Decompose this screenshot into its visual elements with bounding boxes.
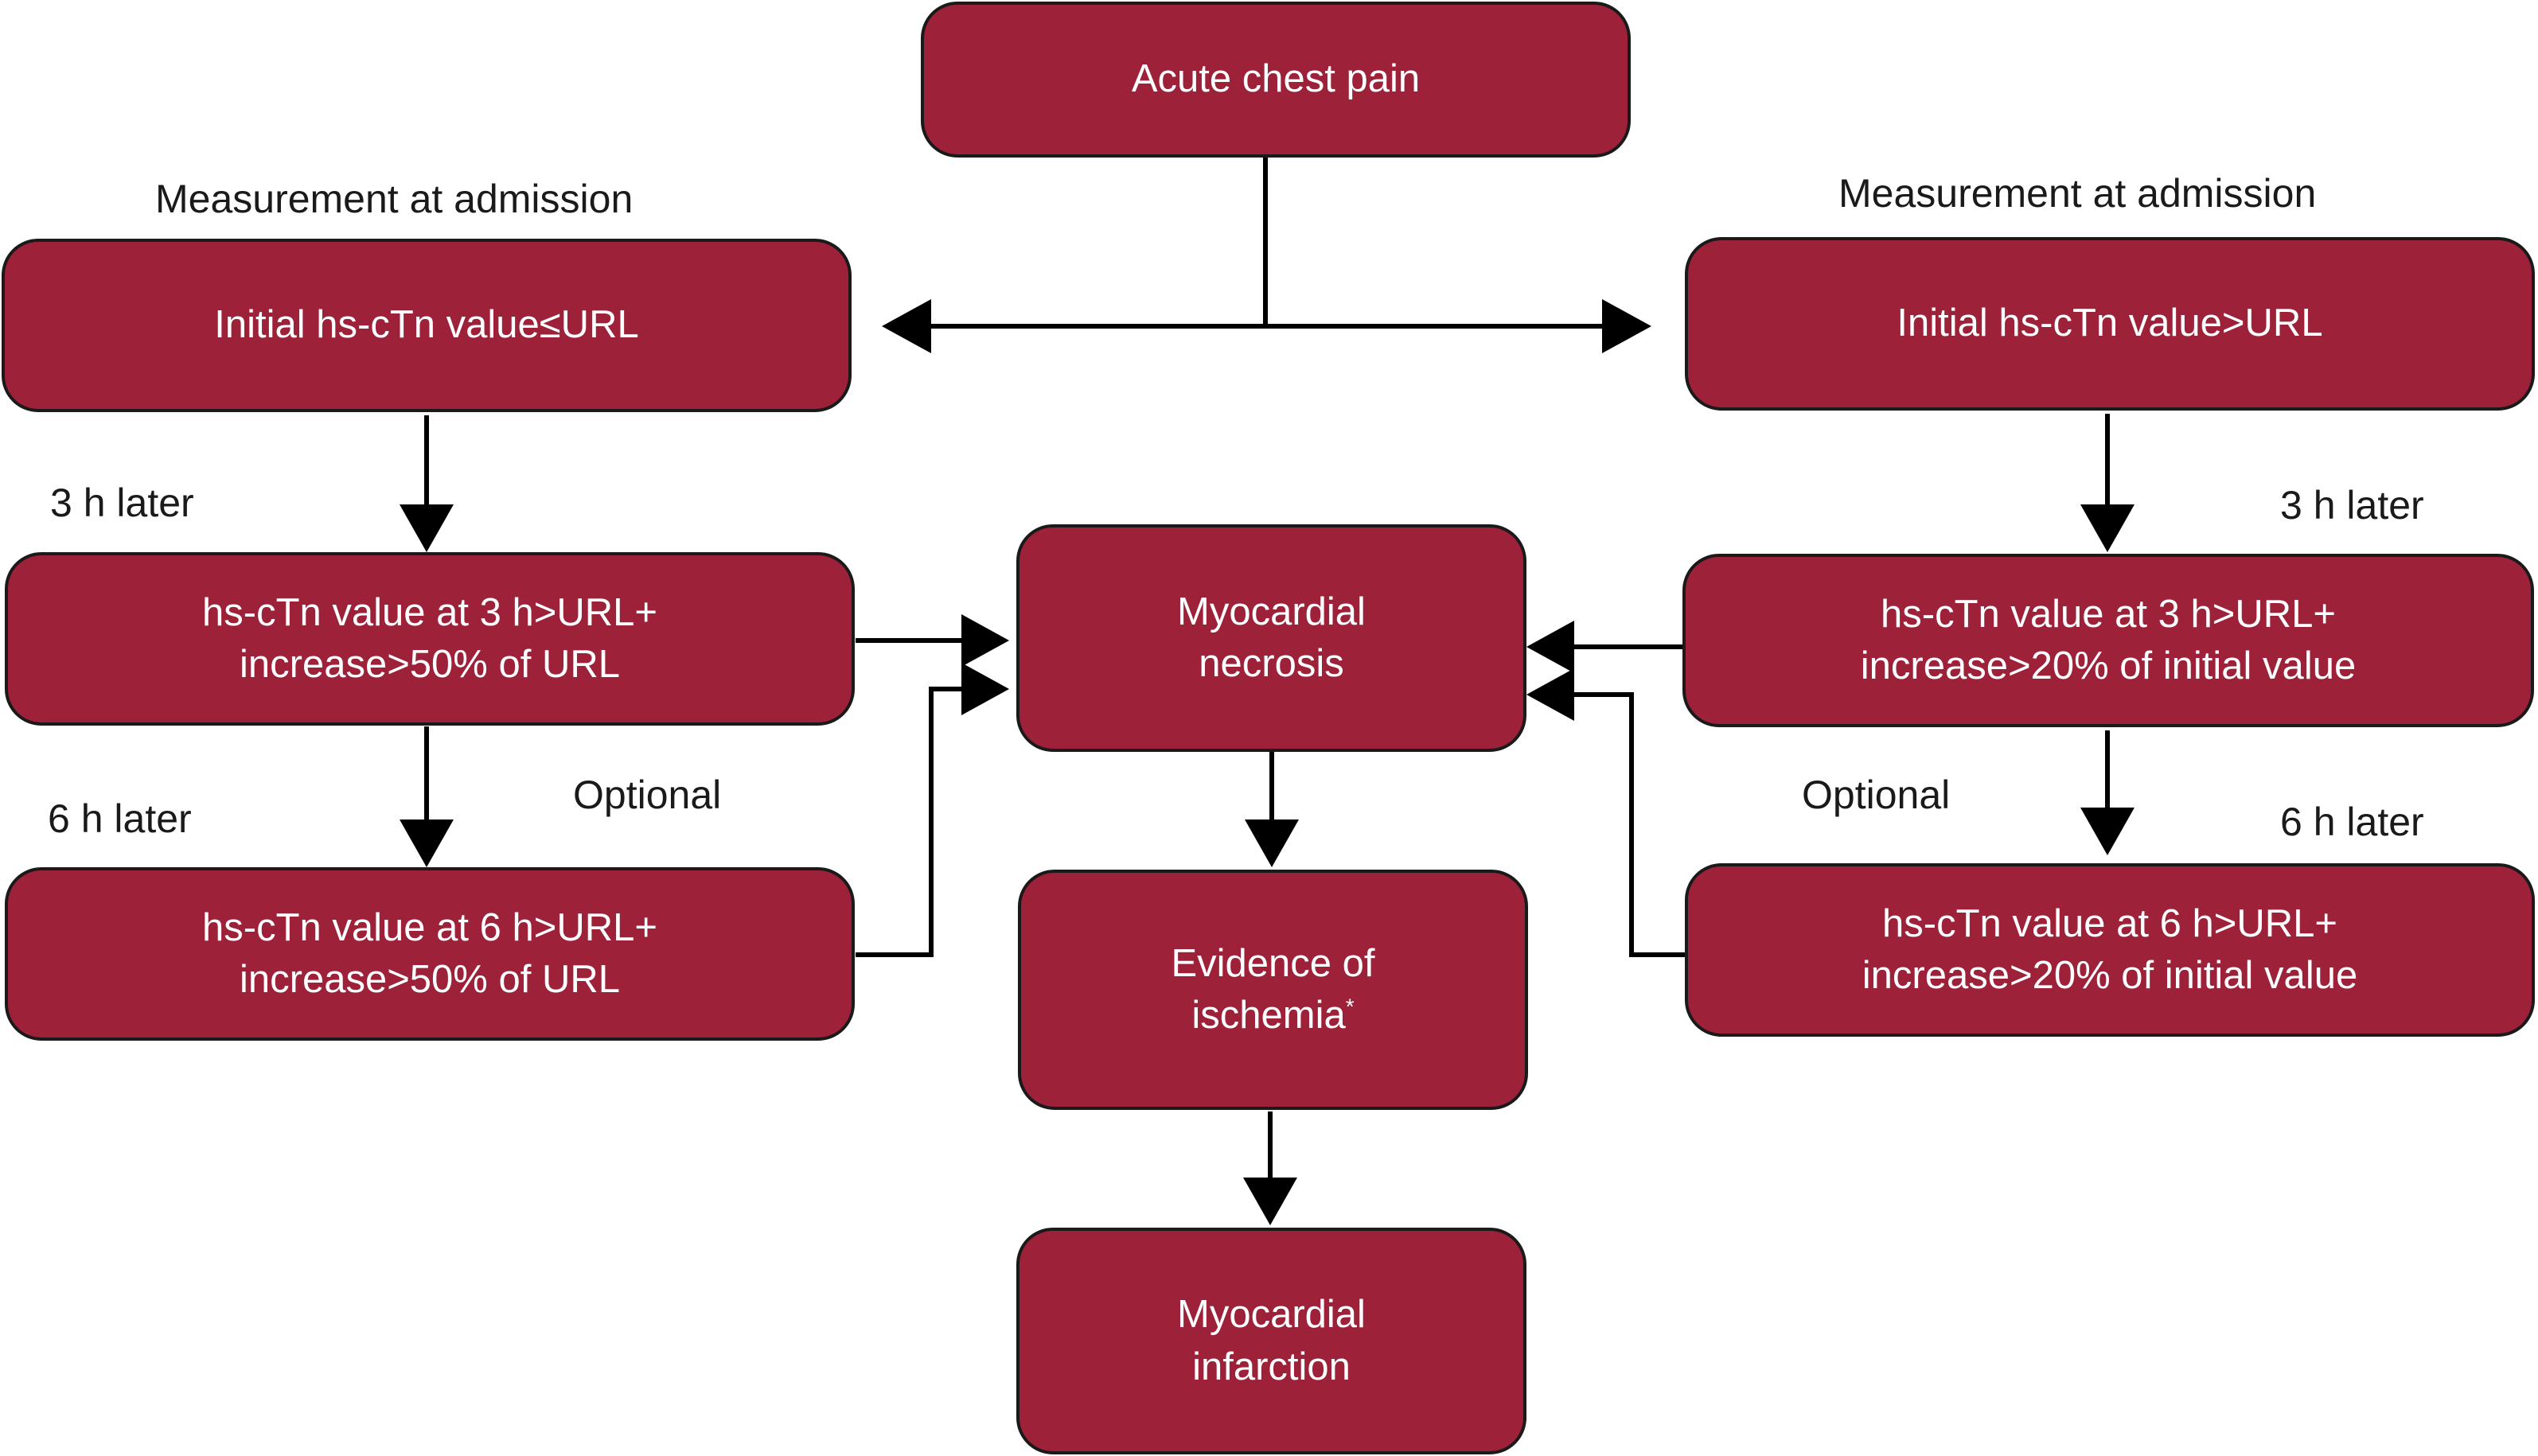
left-label-6h-later: 6 h later (48, 796, 192, 841)
left-label-optional: Optional (573, 773, 722, 817)
connector-right-6h-to-necrosis (1568, 692, 1685, 957)
box-text-line1: hs-cTn value at 3 h>URL+ (202, 590, 657, 634)
box-right-initial-value: Initial hs-cTn value>URL (1685, 237, 2535, 411)
box-text-line2: increase>50% of URL (239, 643, 620, 686)
arrowhead-left-6h-into-necrosis (961, 663, 1009, 715)
right-label-6h-later: 6 h later (2280, 800, 2424, 844)
ischemia-word: ischemia (1191, 994, 1346, 1037)
box-text-line2: increase>20% of initial value (1862, 954, 2358, 997)
right-label-optional: Optional (1802, 773, 1951, 817)
arrowhead-right-6h-into-necrosis (1526, 668, 1574, 721)
arrowhead-left-to-3h (400, 504, 454, 552)
box-left-value-at-6h: hs-cTn value at 6 h>URL+ increase>50% of… (5, 867, 855, 1041)
box-right-value-at-6h: hs-cTn value at 6 h>URL+ increase>20% of… (1685, 863, 2535, 1037)
box-text-line2: necrosis (1199, 642, 1344, 685)
box-left-value-at-3h: hs-cTn value at 3 h>URL+ increase>50% of… (5, 552, 855, 726)
box-text-line1: hs-cTn value at 6 h>URL+ (202, 905, 657, 949)
box-text: Acute chest pain (1131, 57, 1421, 101)
box-myocardial-necrosis: Myocardial necrosis (1016, 524, 1526, 752)
right-label-3h-later: 3 h later (2280, 483, 2424, 528)
arrowhead-necrosis-to-ischemia (1245, 819, 1299, 867)
arrowhead-right-3h-into-necrosis (1526, 621, 1574, 673)
box-text-line1: hs-cTn value at 6 h>URL+ (1882, 901, 2337, 945)
left-label-3h-later: 3 h later (50, 481, 194, 525)
box-text-line1: hs-cTn value at 3 h>URL+ (1881, 592, 2336, 636)
box-right-value-at-3h: hs-cTn value at 3 h>URL+ increase>20% of… (1682, 554, 2534, 727)
box-text-line2: increase>50% of URL (239, 958, 620, 1001)
arrowhead-left-to-6h (400, 819, 454, 867)
box-text: Initial hs-cTn value≤URL (214, 303, 639, 347)
box-text-line2: infarction (1192, 1345, 1351, 1388)
connector-left-6h-to-necrosis (856, 687, 967, 957)
box-text-line2: ischemia* (1191, 990, 1354, 1041)
footnote-asterisk: * (1345, 994, 1355, 1019)
right-header-measurement-at-admission: Measurement at admission (1838, 171, 2317, 216)
box-text-line1: Myocardial (1177, 590, 1366, 633)
box-text-line2: increase>20% of initial value (1860, 644, 2357, 687)
box-text-line1: Evidence of (1171, 941, 1375, 985)
box-evidence-of-ischemia: Evidence of ischemia* (1018, 870, 1528, 1110)
left-header-measurement-at-admission: Measurement at admission (155, 177, 634, 221)
arrowhead-ischemia-to-infarction (1243, 1178, 1297, 1225)
box-left-initial-value: Initial hs-cTn value≤URL (2, 239, 852, 412)
arrowhead-split-right (1602, 299, 1651, 353)
arrowhead-right-to-6h (2080, 808, 2134, 855)
box-acute-chest-pain: Acute chest pain (921, 2, 1631, 158)
box-myocardial-infarction: Myocardial infarction (1016, 1228, 1526, 1454)
arrowhead-split-left (882, 299, 931, 353)
arrowhead-left-3h-into-necrosis (961, 614, 1009, 667)
box-text-line1: Myocardial (1177, 1293, 1366, 1337)
arrowhead-right-to-3h (2080, 504, 2134, 552)
box-text: Initial hs-cTn value>URL (1897, 302, 2323, 345)
